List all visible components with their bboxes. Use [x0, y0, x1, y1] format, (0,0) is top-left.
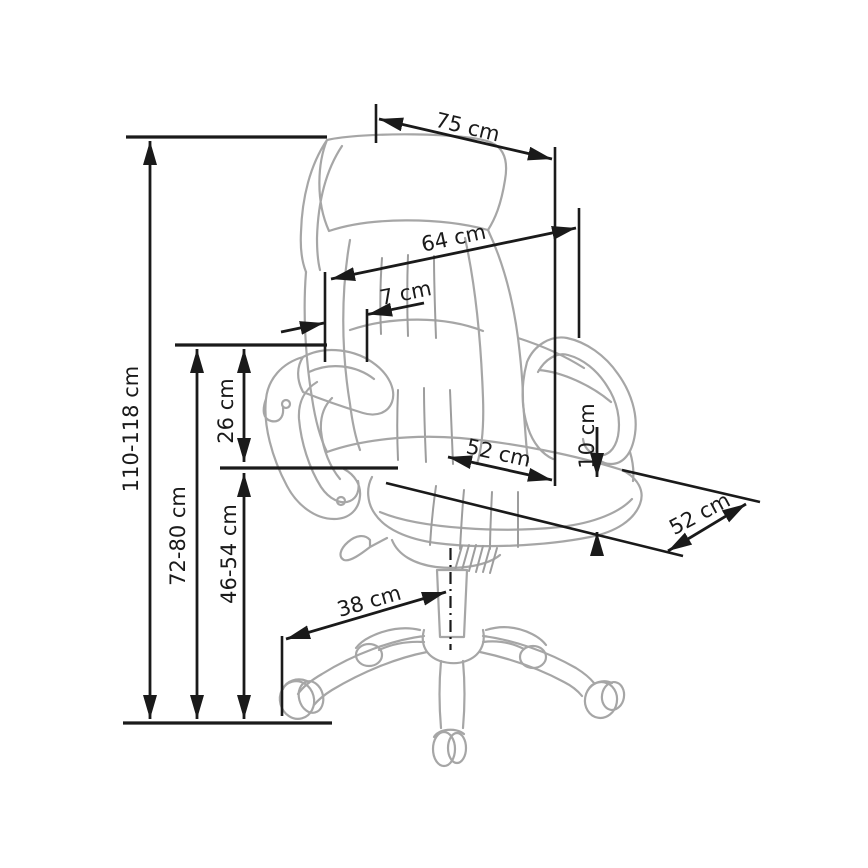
caster-wheel-rear — [354, 642, 384, 668]
chair-casters — [278, 642, 626, 768]
chair-base — [296, 626, 596, 730]
caster-wheel — [600, 680, 626, 712]
chair-seat-stitching — [429, 485, 519, 550]
ext-line-seatwidth-lower — [385, 481, 684, 558]
caster-wheel — [431, 730, 457, 768]
dim-label-seat-to-armrest: 26 cm — [214, 378, 238, 443]
chair-gas-lift-bellows — [454, 544, 498, 574]
dim-label-headrest-offset: 7 cm — [378, 276, 434, 310]
chair-mechanism — [339, 535, 502, 569]
dim-seat-depth-arrow — [447, 455, 553, 482]
dim-seat-width-arrow — [667, 502, 747, 553]
dim-backrest-width-arrow — [330, 226, 577, 281]
dim-label-armrest-height: 72-80 cm — [166, 486, 190, 586]
chair-backrest — [303, 228, 586, 466]
caster-wheel — [446, 731, 468, 765]
chair-armrest-left — [262, 348, 395, 521]
caster-cap — [432, 728, 466, 739]
dim-label-seat-height: 46-54 cm — [217, 504, 241, 604]
chair-gas-lift — [435, 568, 469, 639]
dim-overall-depth-arrow — [378, 117, 553, 161]
dim-headrest-offset-arrow-right — [367, 301, 425, 317]
chair-armrest-right — [521, 336, 637, 466]
dim-label-seat-thickness: 10 cm — [575, 403, 599, 468]
caster-wheel-rear — [518, 644, 548, 670]
caster-cap — [281, 678, 309, 691]
dim-label-total-height: 110-118 cm — [119, 366, 143, 492]
chair-headrest — [299, 133, 508, 274]
ext-line-seatwidth-upper — [621, 468, 761, 504]
chair-seat — [325, 435, 643, 548]
dim-label-seat-depth: 52 cm — [464, 434, 533, 472]
chair-drawing — [262, 133, 643, 768]
chair-backrest-stitching — [379, 254, 454, 465]
dim-headrest-offset-arrow-left — [280, 321, 325, 335]
caster-cap — [586, 680, 614, 692]
dim-base-radius-arrow — [285, 590, 447, 641]
dim-label-backrest-width: 64 cm — [419, 220, 488, 257]
